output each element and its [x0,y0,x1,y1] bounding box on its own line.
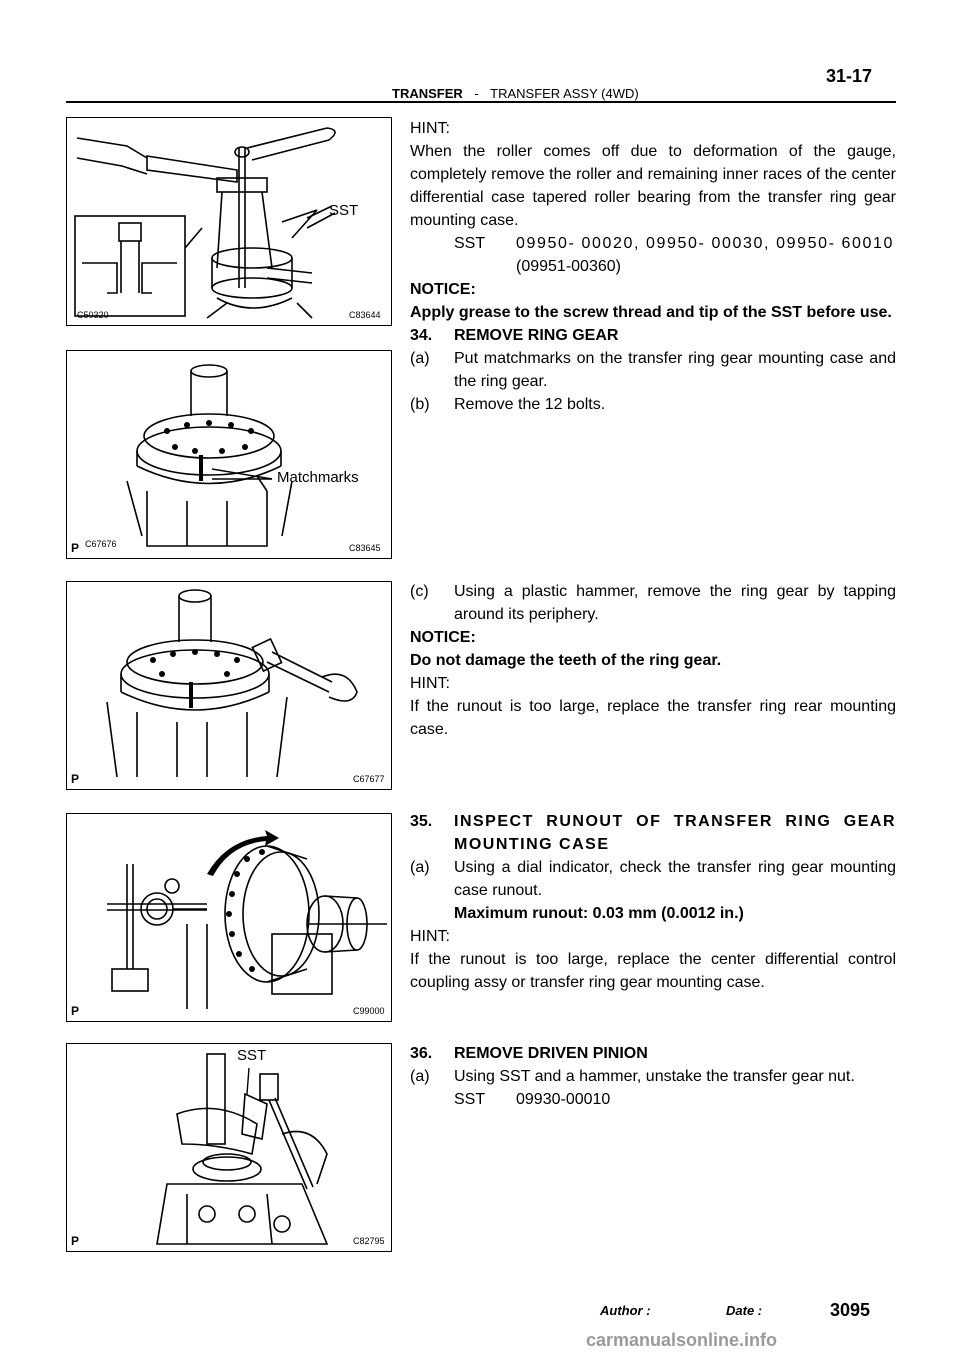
section-header: TRANSFER - TRANSFER ASSY (4WD) [392,86,639,101]
figure-plastic-hammer: P C67677 [66,581,392,790]
hint-heading: HINT: [410,928,450,945]
sub-step-text: Remove the 12 bolts. [454,396,606,413]
page-code: 31-17 [826,66,873,86]
section-dash: - [474,86,479,101]
figure-matchmarks: Matchmarks P C67676 C83645 [66,350,392,559]
sub-step-label: (a) [410,1068,430,1085]
step-heading: 35. INSPECT RUNOUT OF TRANSFER RING GEAR… [410,810,896,856]
bearing-puller-illustration [74,127,336,319]
figure-label-sst: SST [329,202,359,219]
footer-author: Author : [600,1303,651,1318]
step-heading: 36. REMOVE DRIVEN PINION [410,1042,896,1065]
runout-spec: Maximum runout: 0.03 mm (0.0012 in.) [454,905,744,922]
figure-code-left: C67676 [85,539,117,549]
watermark: carmanualsonline.info [586,1330,778,1350]
sst-key: SST [454,1091,486,1108]
step-number: 34. [410,327,433,344]
figure-code-right: C83645 [349,543,381,553]
notice-heading: NOTICE: [410,281,476,298]
page-number: 3095 [830,1300,871,1320]
sub-step-text: Using SST and a hammer, unstake the tran… [454,1068,855,1085]
plastic-hammer-illustration [106,589,358,778]
step-heading: 34. REMOVE RING GEAR [410,324,896,347]
sst-key: SST [454,235,486,252]
sst-line: SST 09930-00010 [410,1088,896,1111]
figure-code-right: C67677 [353,774,385,784]
hint-text: If the runout is too large, replace the … [410,951,896,991]
figure-label-matchmarks: Matchmarks [277,469,359,486]
sst-value: 09930-00010 [516,1091,611,1108]
sst-value: 09950- 00020, 09950- 00030, 09950- 60010 [516,235,895,252]
sub-step-c: (c) Using a plastic hammer, remove the r… [410,580,896,626]
sub-step-text: Using a plastic hammer, remove the ring … [454,583,896,623]
sub-step-text: Put matchmarks on the transfer ring gear… [454,350,896,390]
hint-text: If the runout is too large, replace the … [410,698,896,738]
sst-line: SST 09950- 00020, 09950- 00030, 09950- 6… [410,232,896,255]
step-title: INSPECT RUNOUT OF TRANSFER RING GEAR MOU… [454,813,896,853]
figure-code-left: C50320 [77,310,109,320]
sub-step-b: (b) Remove the 12 bolts. [410,393,896,416]
hint-heading: HINT: [410,120,450,137]
text-block-driven-pinion: 36. REMOVE DRIVEN PINION (a) Using SST a… [410,1042,896,1111]
sub-step-label: (c) [410,583,429,600]
matchmarks-illustration [126,364,293,547]
figure-bearing-puller: SST C50320 C83644 [66,117,392,326]
section-name: TRANSFER [392,86,463,101]
step-number: 35. [410,813,433,830]
sub-step-label: (b) [410,396,430,413]
figure-label-sst: SST [237,1047,267,1064]
step-title: REMOVE DRIVEN PINION [454,1045,648,1062]
figure-code-right: C99000 [353,1006,385,1016]
figure-dial-indicator: P C99000 [66,813,392,1022]
notice-text: Do not damage the teeth of the ring gear… [410,652,722,669]
figure-code-right: C82795 [353,1236,385,1246]
figure-code-right: C83644 [349,310,381,320]
unstake-nut-illustration [156,1053,329,1245]
sub-step-text: Using a dial indicator, check the transf… [454,859,896,899]
footer-date: Date : [726,1303,763,1318]
header-rule [66,101,896,103]
step-number: 36. [410,1045,433,1062]
sub-step-label: (a) [410,350,430,367]
step-title: REMOVE RING GEAR [454,327,619,344]
sub-step-a: (a) Using a dial indicator, check the tr… [410,856,896,902]
text-block-inspect-runout: 35. INSPECT RUNOUT OF TRANSFER RING GEAR… [410,810,896,994]
notice-heading: NOTICE: [410,629,476,646]
text-block-hint-ring-gear: HINT: When the roller comes off due to d… [410,117,896,416]
sst-value-2: (09951-00360) [516,258,621,275]
hint-text: When the roller comes off due to deforma… [410,143,896,229]
figure-p-mark: P [71,1234,80,1248]
notice-text: Apply grease to the screw thread and tip… [410,304,892,321]
subsection-name: TRANSFER ASSY (4WD) [490,86,639,101]
figure-unstake-nut: SST P C82795 [66,1043,392,1252]
text-block-plastic-hammer: (c) Using a plastic hammer, remove the r… [410,580,896,741]
figure-p-mark: P [71,1004,80,1018]
figure-p-mark: P [71,541,80,555]
figure-p-mark: P [71,772,80,786]
hint-heading: HINT: [410,675,450,692]
sub-step-a: (a) Put matchmarks on the transfer ring … [410,347,896,393]
dial-indicator-illustration [107,830,387,1009]
sub-step-a: (a) Using SST and a hammer, unstake the … [410,1065,896,1088]
sub-step-label: (a) [410,859,430,876]
